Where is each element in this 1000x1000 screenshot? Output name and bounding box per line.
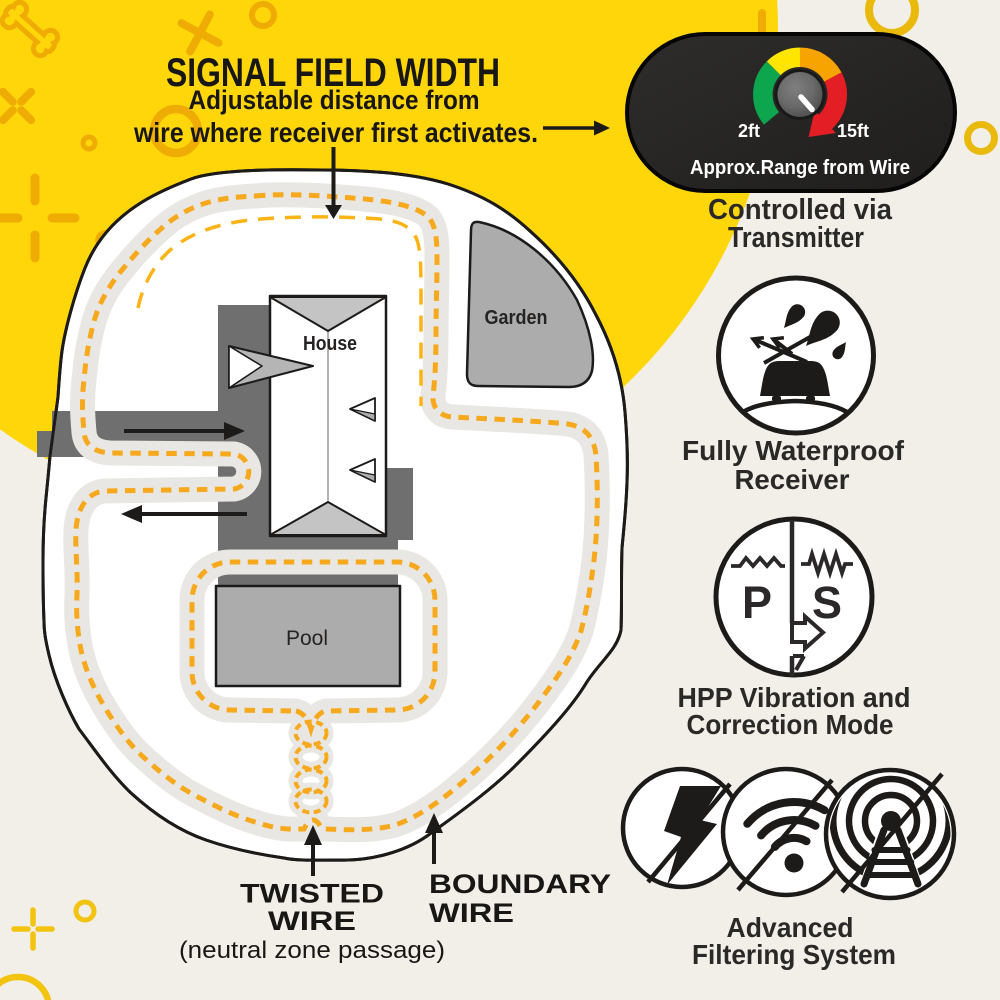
svg-text:Adjustable distance from: Adjustable distance from (189, 85, 480, 115)
svg-text:Controlled via: Controlled via (708, 194, 893, 226)
svg-text:P: P (742, 577, 772, 628)
svg-text:WIRE: WIRE (268, 906, 356, 936)
svg-text:Garden: Garden (485, 307, 548, 329)
svg-text:BOUNDARY: BOUNDARY (429, 869, 611, 899)
svg-text:Approx.Range from Wire: Approx.Range from Wire (690, 156, 910, 179)
svg-text:TWISTED: TWISTED (240, 879, 384, 909)
svg-text:Pool: Pool (286, 627, 328, 650)
svg-text:2ft: 2ft (738, 121, 760, 141)
svg-text:SIGNAL FIELD WIDTH: SIGNAL FIELD WIDTH (166, 51, 500, 95)
svg-text:15ft: 15ft (837, 121, 869, 141)
svg-text:WIRE: WIRE (429, 898, 514, 928)
svg-text:Advanced: Advanced (727, 912, 854, 943)
svg-text:House: House (303, 333, 357, 355)
svg-text:Transmitter: Transmitter (728, 222, 864, 254)
svg-text:Receiver: Receiver (735, 464, 850, 495)
svg-text:HPP Vibration and: HPP Vibration and (678, 682, 911, 713)
svg-text:Fully Waterproof: Fully Waterproof (682, 435, 905, 466)
svg-text:Correction Mode: Correction Mode (687, 709, 894, 740)
svg-text:wire where receiver first acti: wire where receiver first activates. (133, 117, 538, 148)
svg-text:Filtering System: Filtering System (692, 939, 896, 970)
svg-text:(neutral zone passage): (neutral zone passage) (179, 937, 445, 964)
svg-text:S: S (812, 577, 842, 628)
